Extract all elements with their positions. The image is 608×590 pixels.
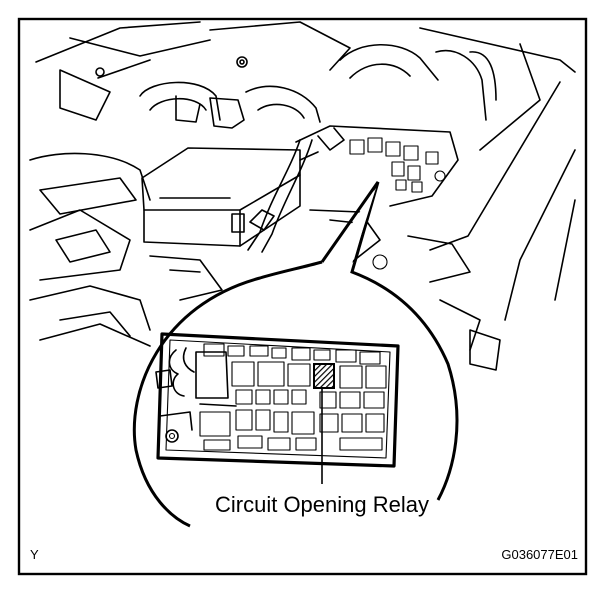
callout-label: Circuit Opening Relay — [215, 492, 429, 517]
circuit-opening-relay-highlight — [313, 363, 335, 389]
engine-compartment-illustration — [29, 21, 576, 371]
corner-mark: Y — [30, 547, 39, 562]
figure-frame — [17, 17, 588, 576]
relay-box-closeup — [155, 332, 400, 468]
figure-id: G036077E01 — [501, 547, 578, 562]
magnifier-callout-outline — [132, 181, 459, 528]
